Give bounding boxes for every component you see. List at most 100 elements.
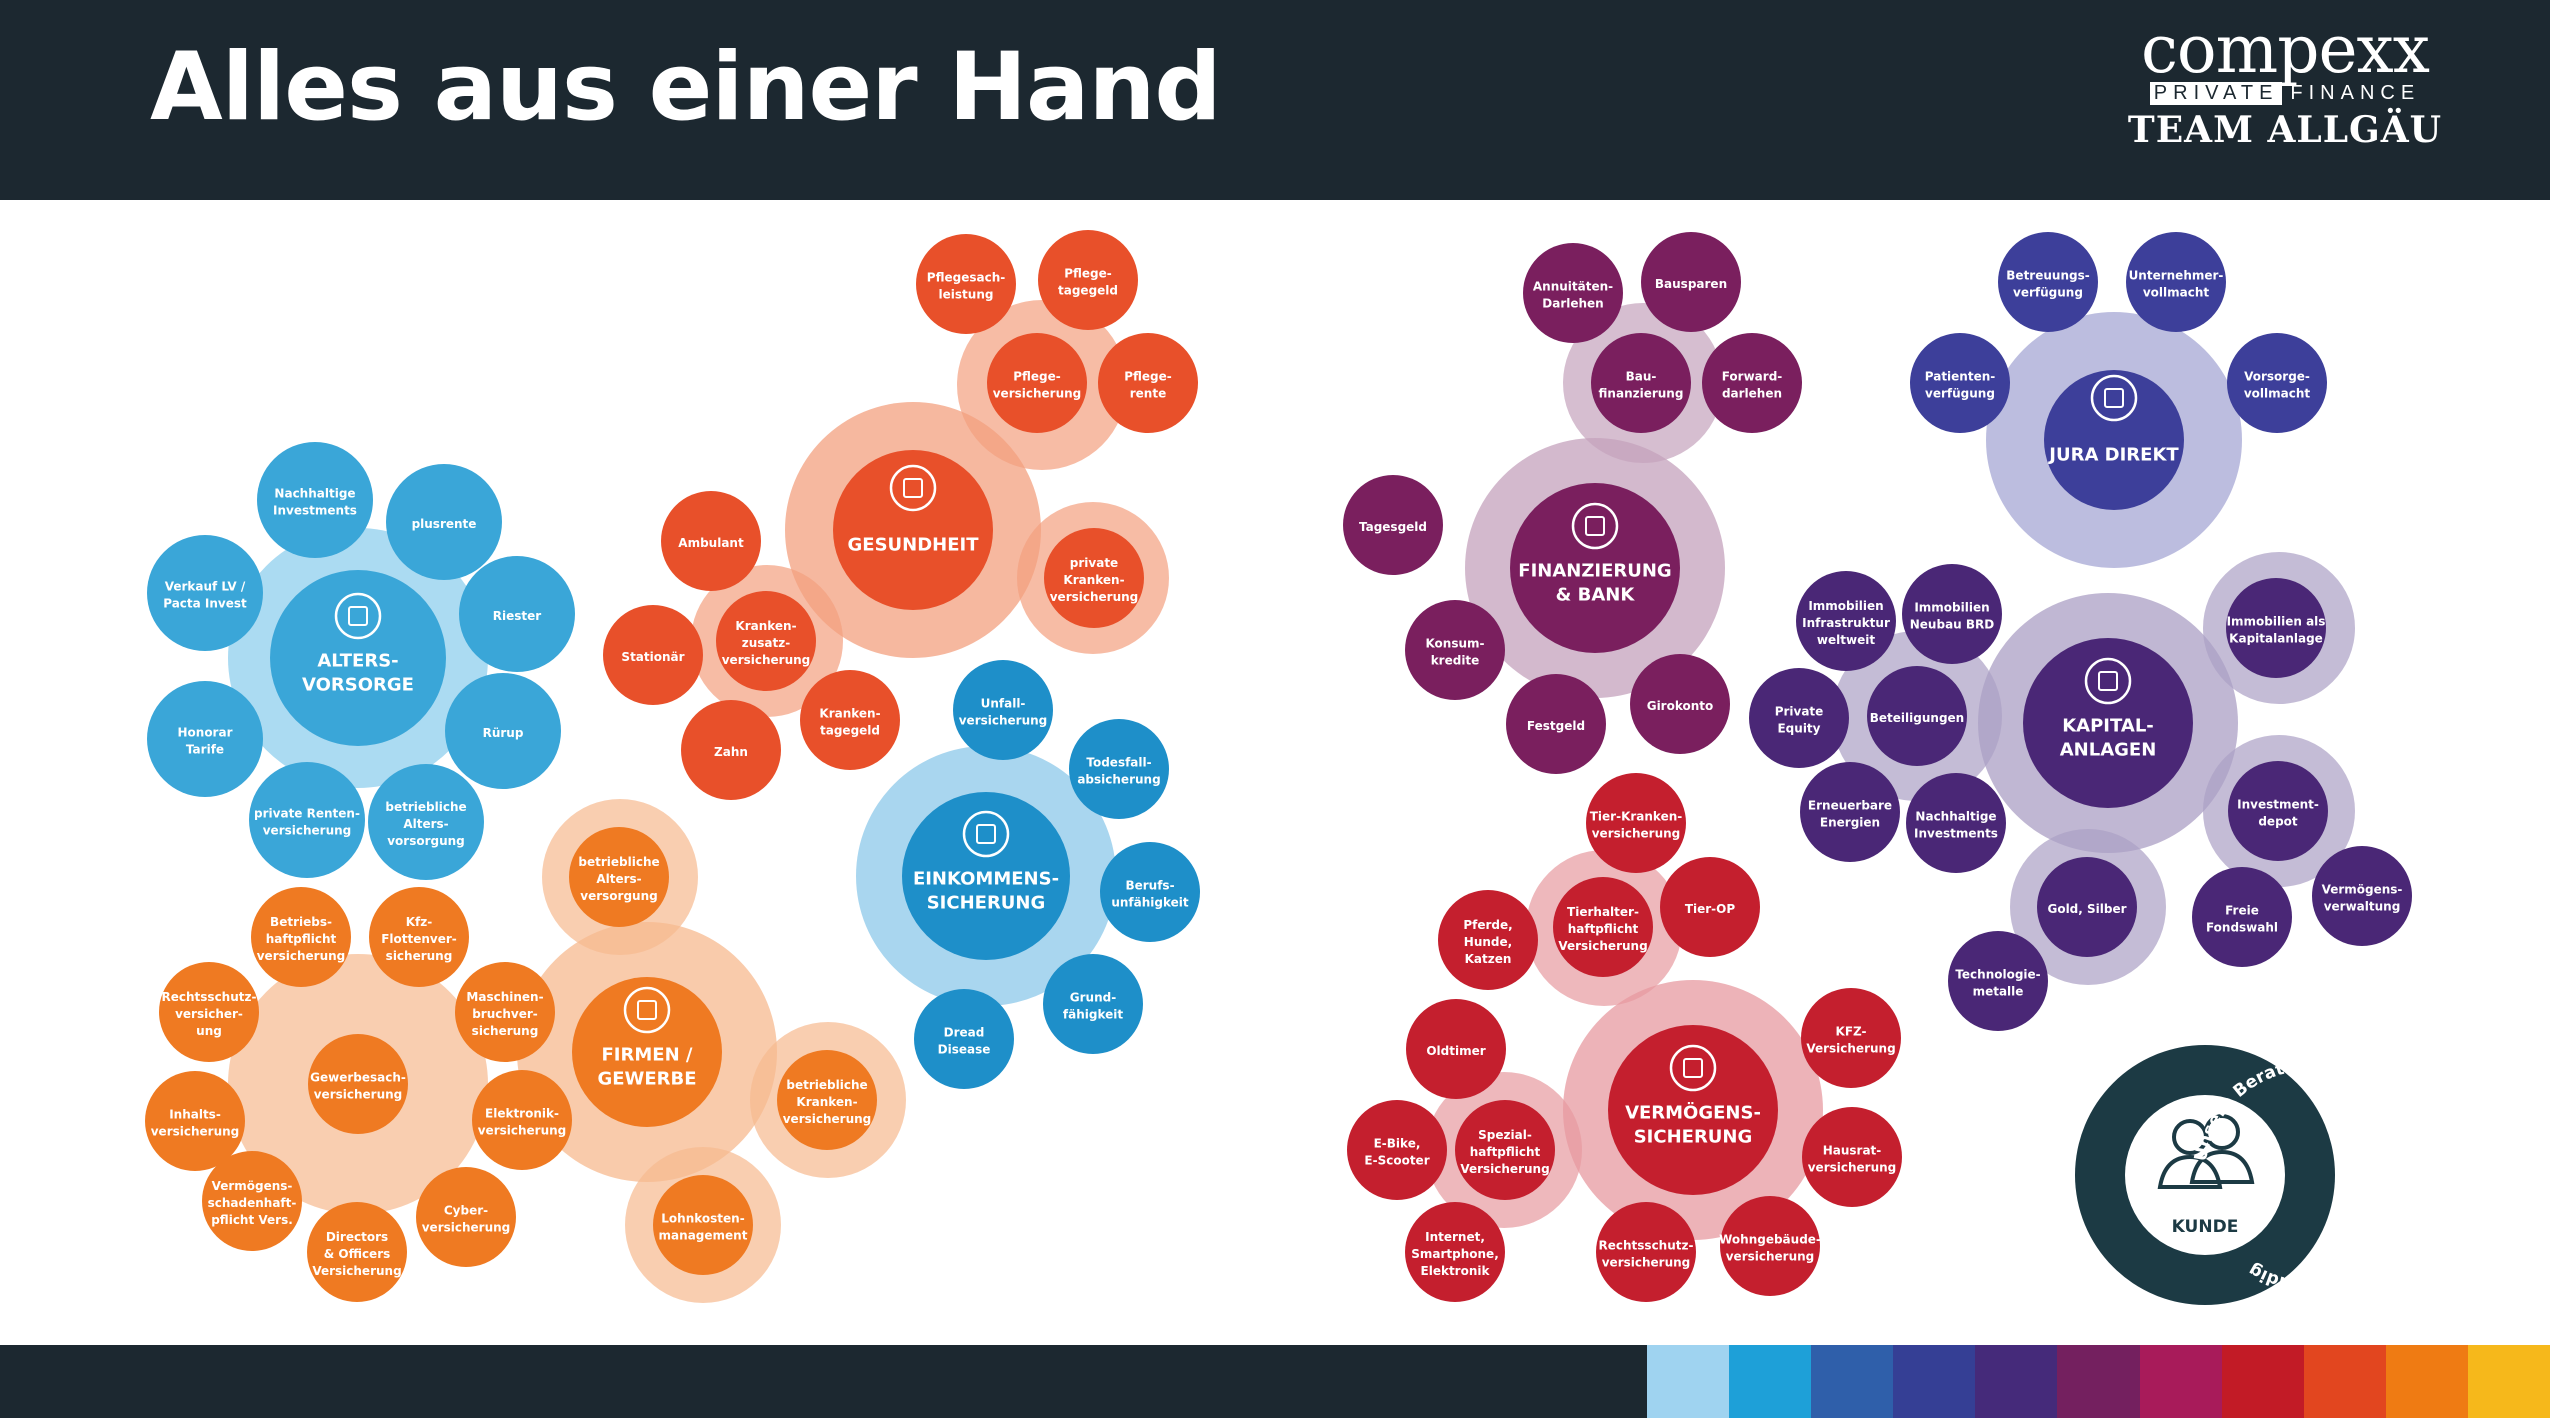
service-bubble[interactable]: Konsum-kredite xyxy=(1405,600,1505,700)
service-bubble-circle[interactable] xyxy=(1405,1202,1505,1302)
service-bubble[interactable]: Verkauf LV /Pacta Invest xyxy=(147,535,263,651)
service-bubble-circle[interactable] xyxy=(2126,232,2226,332)
service-bubble[interactable]: Inhalts-versicherung xyxy=(145,1071,245,1171)
company-logo[interactable]: compexx PRIVATE FINANCE TEAM ALLGÄU xyxy=(2110,10,2460,160)
service-bubble[interactable]: Gewerbesach-versicherung xyxy=(308,1034,408,1134)
service-bubble-circle[interactable] xyxy=(1702,333,1802,433)
service-bubble-circle[interactable] xyxy=(145,1071,245,1171)
service-bubble[interactable]: Stationär xyxy=(603,605,703,705)
service-bubble-circle[interactable] xyxy=(1796,571,1896,671)
service-bubble-circle[interactable] xyxy=(386,464,502,580)
service-bubble-circle[interactable] xyxy=(472,1070,572,1170)
service-bubble[interactable]: KFZ-Versicherung xyxy=(1801,988,1901,1088)
hub-finanzierung[interactable]: FINANZIERUNG& BANK xyxy=(1510,483,1680,653)
service-bubble-circle[interactable] xyxy=(653,1175,753,1275)
service-bubble[interactable]: Riester xyxy=(459,556,575,672)
service-bubble-circle[interactable] xyxy=(1100,842,1200,942)
service-bubble-circle[interactable] xyxy=(2227,333,2327,433)
service-bubble-circle[interactable] xyxy=(603,605,703,705)
service-bubble[interactable]: Tier-Kranken-versicherung xyxy=(1586,773,1686,873)
service-bubble[interactable]: Pflege-tagegeld xyxy=(1038,230,1138,330)
service-bubble-circle[interactable] xyxy=(1069,719,1169,819)
service-bubble-circle[interactable] xyxy=(1800,762,1900,862)
service-bubble-circle[interactable] xyxy=(914,989,1014,1089)
service-bubble-circle[interactable] xyxy=(249,762,365,878)
service-bubble-circle[interactable] xyxy=(1749,668,1849,768)
service-bubble-circle[interactable] xyxy=(1998,232,2098,332)
service-bubble-circle[interactable] xyxy=(1455,1100,1555,1200)
hub-kapital[interactable]: KAPITAL-ANLAGEN xyxy=(2023,638,2193,808)
service-bubble[interactable]: Ambulant xyxy=(661,491,761,591)
service-bubble[interactable]: Bau-finanzierung xyxy=(1591,333,1691,433)
service-bubble-circle[interactable] xyxy=(147,535,263,651)
hub-circle[interactable] xyxy=(270,570,446,746)
hub-circle[interactable] xyxy=(833,450,993,610)
service-bubble-circle[interactable] xyxy=(1948,931,2048,1031)
service-bubble-circle[interactable] xyxy=(1802,1107,1902,1207)
service-bubble-circle[interactable] xyxy=(1641,232,1741,332)
service-bubble[interactable]: Forward-darlehen xyxy=(1702,333,1802,433)
service-bubble[interactable]: Internet,Smartphone,Elektronik xyxy=(1405,1202,1505,1302)
hub-gesundheit[interactable]: GESUNDHEIT xyxy=(833,450,993,610)
service-bubble[interactable]: Unternehmer-vollmacht xyxy=(2126,232,2226,332)
service-bubble-circle[interactable] xyxy=(455,962,555,1062)
service-bubble-circle[interactable] xyxy=(307,1202,407,1302)
service-bubble[interactable]: Lohnkosten-management xyxy=(653,1175,753,1275)
service-bubble-circle[interactable] xyxy=(1038,230,1138,330)
service-bubble[interactable]: Zahn xyxy=(681,700,781,800)
service-bubble[interactable]: Rechtsschutz-versicherung xyxy=(1596,1202,1696,1302)
service-bubble[interactable]: Kranken-zusatz-versicherung xyxy=(716,591,816,691)
service-bubble-circle[interactable] xyxy=(1343,475,1443,575)
service-bubble[interactable]: Pflegesach-leistung xyxy=(916,234,1016,334)
service-bubble-circle[interactable] xyxy=(2192,867,2292,967)
service-bubble-circle[interactable] xyxy=(1801,988,1901,1088)
service-bubble-circle[interactable] xyxy=(1438,890,1538,990)
service-bubble-circle[interactable] xyxy=(2037,857,2137,957)
service-bubble[interactable]: Hausrat-versicherung xyxy=(1802,1107,1902,1207)
service-bubble[interactable]: Patienten-verfügung xyxy=(1910,333,2010,433)
hub-einkommen[interactable]: EINKOMMENS-SICHERUNG xyxy=(902,792,1070,960)
service-bubble[interactable]: Kfz-Flottenver-sicherung xyxy=(369,887,469,987)
service-bubble-circle[interactable] xyxy=(251,887,351,987)
service-bubble[interactable]: Unfall-versicherung xyxy=(953,660,1053,760)
service-bubble[interactable]: Technologie-metalle xyxy=(1948,931,2048,1031)
service-bubble-circle[interactable] xyxy=(987,333,1087,433)
service-bubble-circle[interactable] xyxy=(202,1151,302,1251)
service-bubble-circle[interactable] xyxy=(1043,954,1143,1054)
service-bubble[interactable]: Rechtsschutz-versicher-ung xyxy=(159,962,259,1062)
service-bubble[interactable]: Rürup xyxy=(445,673,561,789)
hub-altersvorsorge[interactable]: ALTERS-VORSORGE xyxy=(270,570,446,746)
service-bubble-circle[interactable] xyxy=(777,1050,877,1150)
service-bubble-circle[interactable] xyxy=(953,660,1053,760)
service-bubble[interactable]: Berufs-unfähigkeit xyxy=(1100,842,1200,942)
service-bubble[interactable]: private Renten-versicherung xyxy=(249,762,365,878)
service-bubble[interactable]: Girokonto xyxy=(1630,654,1730,754)
service-bubble[interactable]: Cyber-versicherung xyxy=(416,1167,516,1267)
service-bubble[interactable]: Oldtimer xyxy=(1406,999,1506,1099)
service-bubble-circle[interactable] xyxy=(1347,1100,1447,1200)
service-bubble-circle[interactable] xyxy=(1506,674,1606,774)
service-bubble-circle[interactable] xyxy=(416,1167,516,1267)
service-bubble[interactable]: plusrente xyxy=(386,464,502,580)
service-bubble[interactable]: Elektronik-versicherung xyxy=(472,1070,572,1170)
service-bubble[interactable]: Pflege-rente xyxy=(1098,333,1198,433)
service-bubble-circle[interactable] xyxy=(569,827,669,927)
service-bubble-circle[interactable] xyxy=(681,700,781,800)
service-bubble-circle[interactable] xyxy=(1906,773,2006,873)
service-bubble[interactable]: Tier-OP xyxy=(1660,857,1760,957)
service-bubble[interactable]: Kranken-tagegeld xyxy=(800,670,900,770)
hub-circle[interactable] xyxy=(2023,638,2193,808)
hub-circle[interactable] xyxy=(902,792,1070,960)
service-bubble-circle[interactable] xyxy=(1720,1196,1820,1296)
